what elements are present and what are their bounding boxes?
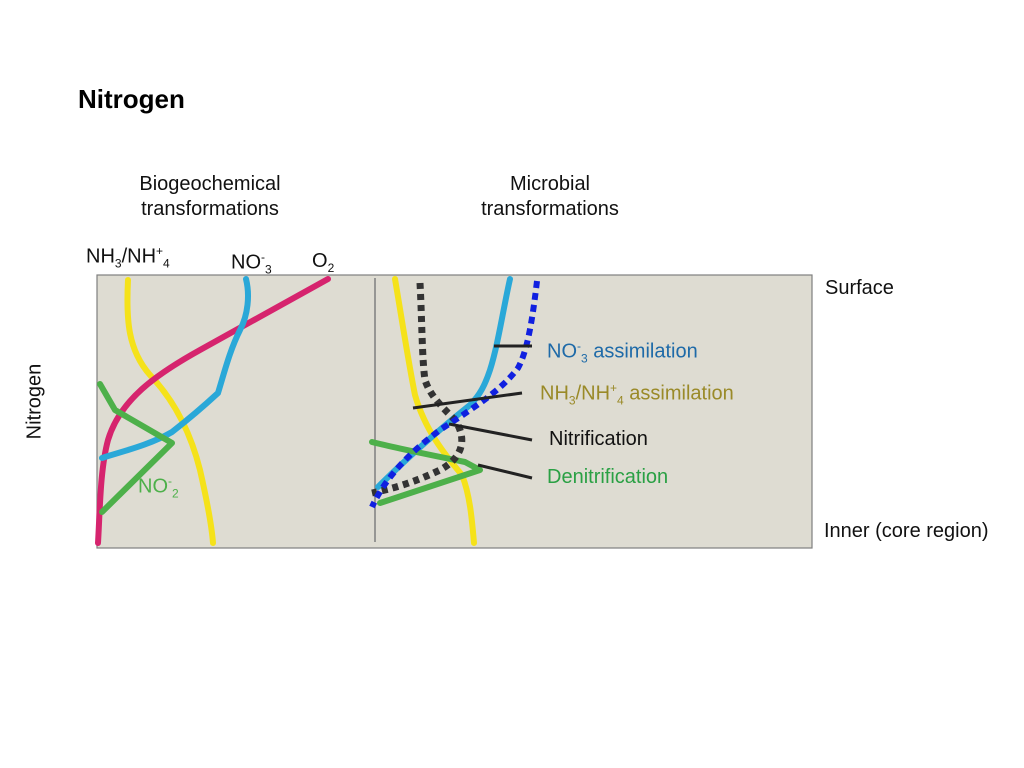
slide-title: Nitrogen	[78, 84, 185, 114]
no3-curve-left	[99, 276, 251, 461]
biogeochemical-heading-line2: transformations	[141, 198, 279, 220]
leader-denitrification	[477, 463, 533, 480]
biogeochemical-heading-line1: Biogeochemical	[139, 173, 281, 195]
leader-nh-assimilation	[412, 391, 523, 410]
leader-nitrification	[448, 422, 533, 442]
label-o2: O2	[312, 250, 335, 275]
label-nh3-nh4: NH3/NH+4	[86, 244, 170, 271]
process-nitrification: Nitrification	[549, 428, 648, 450]
no2-curve-left	[97, 381, 175, 515]
microbial-heading: Microbial transformations	[450, 172, 650, 222]
process-no3-assimilation: NO-3 assimilation	[547, 339, 698, 366]
no2-curve-right	[369, 439, 483, 506]
blue-dotted-curve	[369, 280, 540, 509]
y-axis-label: Nitrogen	[23, 363, 46, 440]
process-nh-assimilation: NH3/NH+4 assimilation	[540, 381, 734, 408]
label-no3: NO-3	[231, 250, 272, 277]
depth-label-surface: Surface	[825, 277, 894, 299]
nh-curve-right	[392, 276, 477, 546]
label-no2: NO-2	[138, 474, 179, 501]
microbial-heading-line1: Microbial	[509, 173, 591, 195]
o2-curve	[95, 276, 331, 546]
nh-curve-left	[124, 277, 216, 546]
depth-label-inner: Inner (core region)	[824, 520, 989, 542]
profile-panel	[96, 274, 813, 549]
biogeochemical-heading: Biogeochemical transformations	[110, 172, 310, 222]
process-denitrification: Denitrification	[547, 466, 669, 488]
microbial-heading-line2: transformations	[481, 198, 619, 220]
